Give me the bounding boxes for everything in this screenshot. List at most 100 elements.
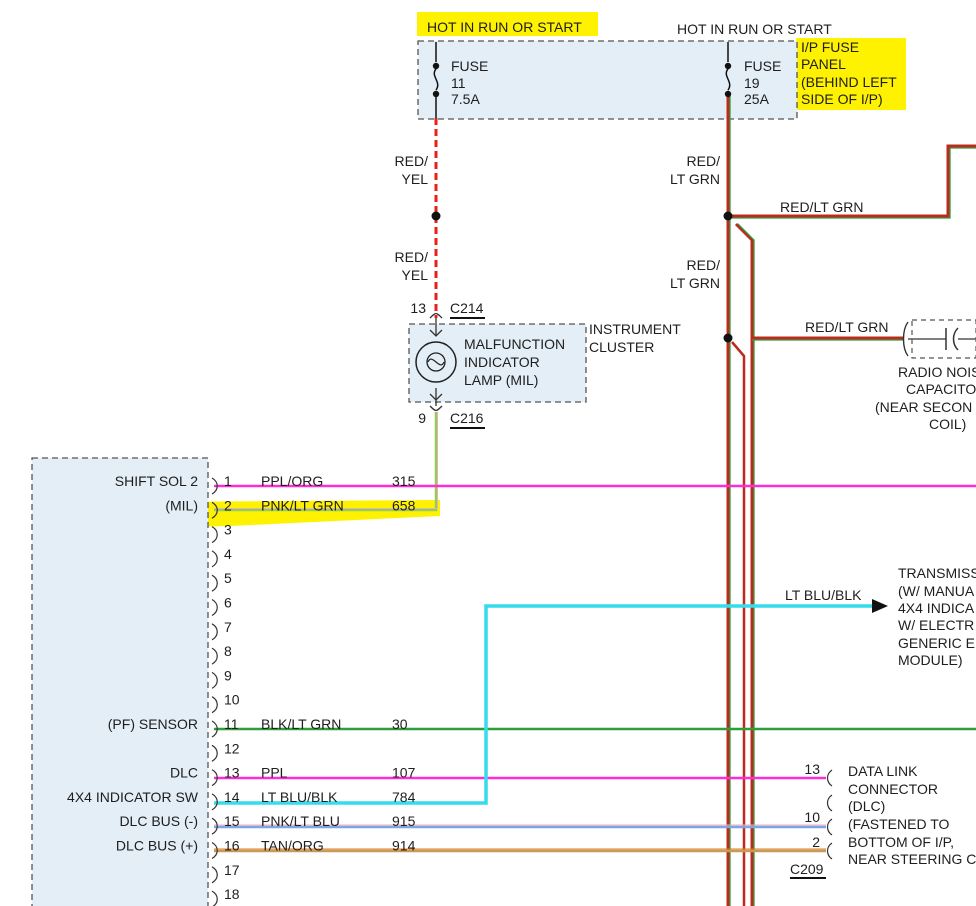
dlc-line-1: DATA LINK	[848, 763, 918, 779]
fuse-11-label: FUSE	[451, 58, 488, 74]
wire-pnk-ltgrn-mil	[214, 412, 438, 512]
c216-label: C216	[450, 410, 484, 426]
mil-label-2: INDICATOR	[464, 354, 540, 370]
pcm-pin-16-icon	[211, 841, 218, 860]
splice-red-yel	[431, 211, 441, 221]
fuse-panel-line-3: (BEHIND LEFT	[801, 74, 897, 90]
hot-label-left: HOT IN RUN OR START	[427, 19, 582, 35]
fuse-19-label: FUSE	[744, 58, 781, 74]
dlc-pin-13-icon	[826, 769, 833, 787]
pcm-pin-13-number: 13	[224, 765, 240, 781]
wire-red-ltgrn-joint	[731, 341, 746, 906]
pcm-pin-2-icon	[211, 501, 218, 519]
pcm-pin-16-number: 16	[224, 838, 240, 854]
c209-label: C209	[790, 861, 824, 877]
wire-label-red-yel-1b: YEL	[402, 171, 429, 187]
pcm-pin-17-number: 17	[224, 862, 240, 878]
wire-label-branch-1: RED/LT GRN	[780, 199, 864, 215]
cluster-name-1: INSTRUMENT	[589, 321, 681, 337]
wire-red-ltgrn-trunk-b	[734, 222, 754, 906]
pcm-pin-1-number: 1	[224, 473, 232, 489]
pcm-pin-7-icon	[211, 623, 218, 641]
pcm-pin-4-icon	[211, 550, 218, 568]
wire-red-ltgrn-trunk-b-tracer	[737, 223, 755, 906]
pcm-pin-14-wire: LT BLU/BLK	[261, 789, 338, 805]
transmission-line-4: W/ ELECTR	[898, 617, 974, 633]
pcm-pin-11-number: 11	[224, 716, 239, 732]
dlc-line-3: (DLC)	[848, 798, 885, 814]
wire-label-red-yel-2b: YEL	[402, 267, 429, 283]
pcm-pin-11-label: (PF) SENSOR	[108, 716, 198, 732]
wire-label-red-ltgrn-1a: RED/	[687, 153, 721, 169]
dlc-line-5: BOTTOM OF I/P,	[848, 834, 954, 850]
pcm-pin-13-icon	[211, 769, 218, 787]
dlc-pin-10-icon	[826, 818, 833, 836]
mil-label-3: LAMP (MIL)	[464, 372, 538, 388]
pcm-pin-11-icon	[211, 720, 218, 738]
transmission-line-1: TRANSMISS	[898, 565, 976, 581]
pcm-pin-2-number: 2	[224, 497, 232, 513]
dlc-pin-2-icon	[826, 842, 833, 860]
mil-label-1: MALFUNCTION	[464, 336, 565, 352]
transmission-line-6: MODULE)	[898, 652, 963, 668]
pcm-pin-13-circuit: 107	[392, 765, 416, 781]
pcm-pin-11-circuit: 30	[392, 716, 408, 732]
pcm-pin-17-icon	[211, 866, 218, 884]
transmission-line-3: 4X4 INDICA	[898, 600, 975, 616]
pcm-pin-16-circuit: 914	[392, 838, 416, 854]
capacitor-line-1: RADIO NOIS	[898, 364, 976, 380]
pcm-pin-14-icon	[211, 793, 218, 811]
fuse-11-rating: 7.5A	[451, 91, 480, 107]
wire-lt-blu-blk	[214, 604, 872, 805]
pcm-pin-16-label: DLC BUS (+)	[116, 838, 198, 854]
pcm-pin-14-label: 4X4 INDICATOR SW	[67, 789, 199, 805]
pcm-pin-16-wire: TAN/ORG	[261, 838, 324, 854]
pcm-pin-1-wire: PPL/ORG	[261, 473, 323, 489]
pcm-pin-13-label: DLC	[170, 765, 198, 781]
pcm-pin-5-icon	[211, 574, 218, 592]
pcm-pin-10-icon	[211, 696, 218, 714]
pcm-pin-15-wire: PNK/LT BLU	[261, 813, 340, 829]
pcm-pin-6-number: 6	[224, 595, 232, 611]
pcm-pin-2-label: (MIL)	[165, 497, 198, 513]
pcm-pin-1-label: SHIFT SOL 2	[115, 473, 198, 489]
pcm-pin-2-wire: PNK/LT GRN	[261, 497, 344, 513]
pcm-pin-1-circuit: 315	[392, 473, 416, 489]
wire-red-ltgrn-branch-1-tracer	[730, 147, 976, 219]
fuse-19-symbol	[724, 42, 732, 98]
pcm-pin-9-number: 9	[224, 667, 232, 683]
dlc-line-2: CONNECTOR	[848, 781, 938, 797]
pcm-pin-18-icon	[211, 890, 218, 906]
fuse-19-rating: 25A	[744, 91, 770, 107]
hot-label-right: HOT IN RUN OR START	[677, 21, 832, 37]
highlight-hot-left	[417, 12, 598, 36]
wire-label-red-ltgrn-2a: RED/	[687, 257, 721, 273]
pcm-pin-18-number: 18	[224, 886, 240, 902]
pcm-pin-15-circuit: 915	[392, 813, 416, 829]
pcm-pin-2-circuit: 658	[392, 497, 416, 513]
pcm-pin-1-icon	[211, 477, 218, 495]
wire-label-lt-blu-blk: LT BLU/BLK	[785, 587, 862, 603]
pcm-pin-14-circuit: 784	[392, 789, 416, 805]
fuse-11-number: 11	[451, 75, 466, 91]
arrow-transmission	[872, 599, 888, 613]
pcm-pin-8-icon	[211, 647, 218, 665]
fuse-panel-line-1: I/P FUSE	[801, 39, 859, 55]
dlc-pin-10: 10	[804, 809, 820, 825]
wire-label-red-yel-1a: RED/	[395, 153, 429, 169]
pcm-pin-10-number: 10	[224, 692, 240, 708]
fuse-11-symbol	[432, 42, 440, 118]
wire-label-red-ltgrn-2b: LT GRN	[670, 275, 720, 291]
pcm-pin-12-number: 12	[224, 740, 240, 756]
cluster-name-2: CLUSTER	[589, 339, 654, 355]
dlc-pin-13: 13	[804, 761, 820, 777]
transmission-line-2: (W/ MANUA	[898, 583, 975, 599]
highlight-mil-row	[152, 500, 440, 528]
fuse-19-number: 19	[744, 75, 760, 91]
splice-red-ltgrn-2	[723, 333, 733, 343]
pcm-pin-13-wire: PPL	[261, 765, 288, 781]
pcm-pin-15-label: DLC BUS (-)	[119, 813, 198, 829]
wire-pnk-ltgrn-mil-tracer	[214, 412, 438, 509]
pcm-pin-6-icon	[211, 598, 218, 617]
